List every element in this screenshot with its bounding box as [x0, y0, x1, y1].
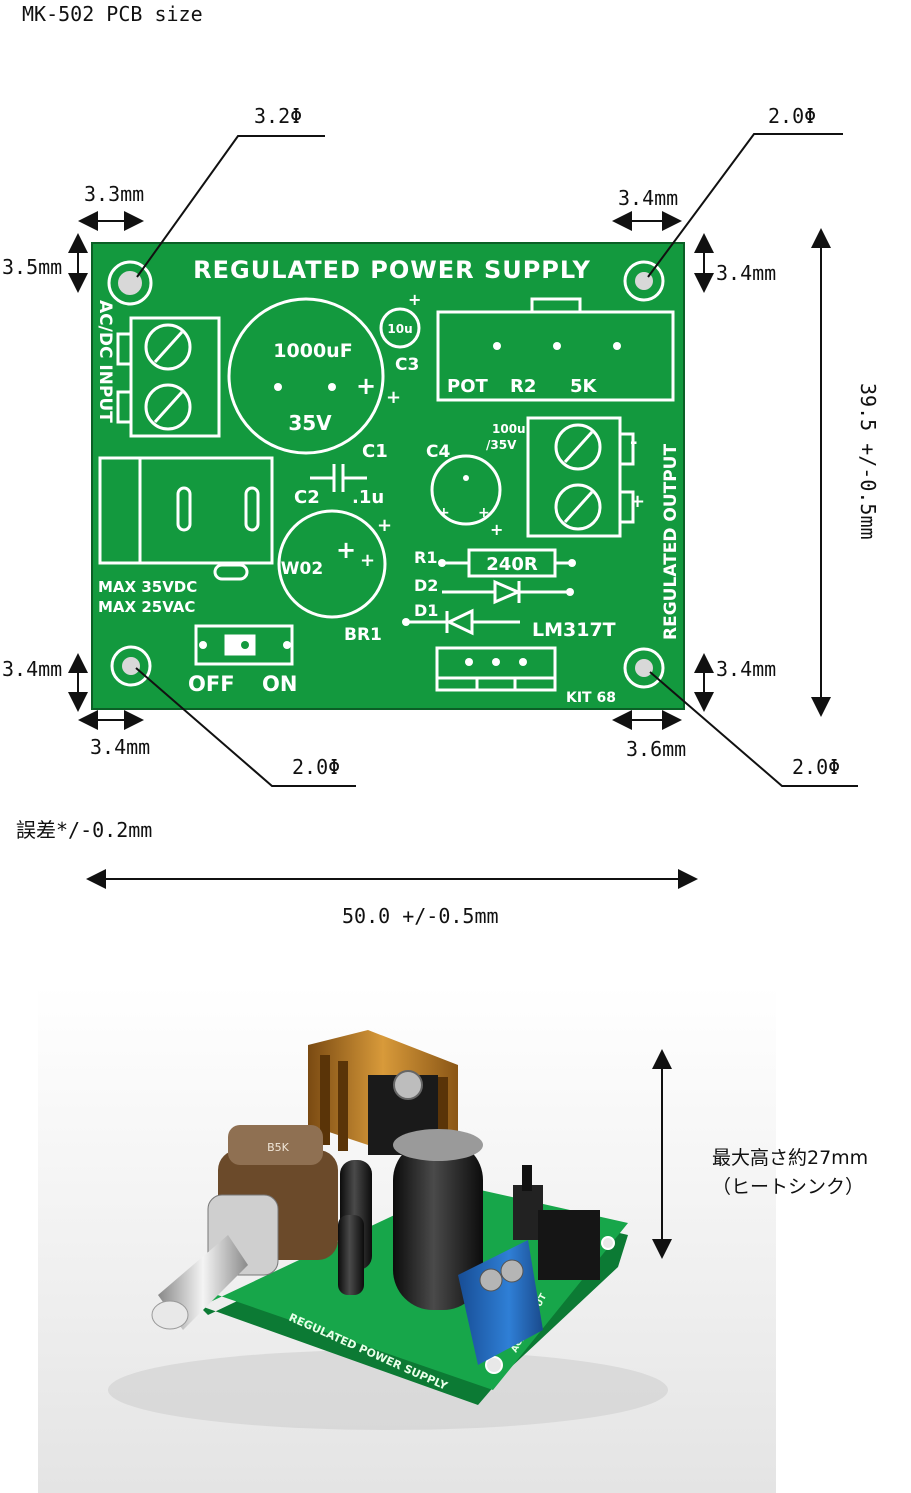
photo-heatsink — [308, 1030, 458, 1155]
d2-label: D2 — [414, 576, 438, 595]
svg-text:+: + — [478, 505, 490, 521]
dim-br-y: 3.4mm — [716, 657, 777, 681]
kit-label: KIT 68 — [566, 690, 616, 706]
pot-footprint — [436, 297, 675, 402]
product-photo: REGULATED POWER SUPPLY AC/DC INPUT B5K — [108, 1030, 672, 1430]
diode-d1 — [408, 608, 520, 636]
height-note: 最大高さ約27mm — [712, 1147, 869, 1169]
svg-text:+: + — [356, 372, 376, 400]
photo-pot-marking: B5K — [267, 1141, 290, 1154]
dim-br-x: 3.6mm — [626, 737, 687, 761]
c3-value: 10u — [387, 322, 412, 336]
regulator-label: LM317T — [532, 619, 616, 641]
c1-voltage: 35V — [288, 411, 332, 435]
c4-label: C4 — [426, 442, 450, 462]
svg-text:+: + — [377, 515, 392, 536]
d1-label: D1 — [414, 601, 438, 620]
bridge-rectifier — [277, 509, 387, 619]
hole-tl-diameter: 3.2Φ — [254, 104, 303, 128]
r1-label: R1 — [414, 548, 437, 567]
photo-potentiometer: B5K — [151, 1125, 338, 1330]
c3-label: C3 — [395, 355, 419, 375]
br1-label: BR1 — [344, 625, 382, 645]
capacitor-c4 — [430, 454, 502, 526]
hole-bl-diameter: 2.0Φ — [292, 755, 341, 779]
svg-text:+: + — [360, 550, 375, 571]
pcb-diagram: REGULATED POWER SUPPLY AC/DC INPUT 1000u… — [68, 133, 858, 889]
hole-br-diameter: 2.0Φ — [792, 755, 841, 779]
dim-height: 39.5 +/-0.5mm — [856, 383, 880, 540]
output-label: REGULATED OUTPUT — [661, 444, 681, 640]
dim-tr-x: 3.4mm — [618, 186, 679, 210]
svg-text:+: + — [490, 520, 503, 539]
leader-hole-tl — [136, 135, 325, 278]
heatsink-outline — [98, 456, 274, 581]
svg-text:+: + — [438, 505, 450, 521]
photo-big-capacitor — [393, 1140, 483, 1310]
c4-value-1: 100u — [492, 422, 526, 436]
c2-value: .1u — [352, 487, 384, 508]
hole-tr-diameter: 2.0Φ — [768, 104, 817, 128]
max-dc: MAX 35VDC — [98, 578, 197, 596]
pot-label: POT — [447, 376, 488, 397]
photo-dc-jack — [538, 1210, 600, 1280]
dim-width: 50.0 +/-0.5mm — [342, 904, 499, 928]
r1-value: 240R — [486, 554, 538, 575]
c2-label: C2 — [294, 487, 320, 508]
capacitor-c1 — [227, 297, 385, 455]
diode-d2 — [442, 579, 568, 605]
power-switch — [194, 624, 294, 666]
output-terminal — [526, 416, 635, 538]
dim-tl-y: 3.5mm — [2, 255, 63, 279]
hole-bottom-left — [110, 645, 152, 687]
pcb-board — [91, 242, 685, 710]
photo-terminal-block — [458, 1240, 543, 1365]
svg-text:+: + — [336, 536, 356, 564]
regulator-footprint — [435, 646, 557, 692]
input-terminal — [116, 316, 221, 438]
photo-cap-small-2 — [338, 1215, 364, 1295]
leader-hole-bl — [135, 667, 356, 787]
pot-value: 5K — [570, 376, 598, 397]
dim-tr-y: 3.4mm — [716, 261, 777, 285]
tolerance-note: 誤差*/-0.2mm — [16, 818, 153, 842]
switch-off: OFF — [188, 672, 235, 696]
height-note-heatsink: （ヒートシンク） — [712, 1176, 865, 1198]
r2-label: R2 — [510, 376, 536, 397]
input-label: AC/DC INPUT — [95, 300, 115, 423]
hole-top-left — [107, 260, 153, 306]
output-minus: - — [630, 432, 637, 453]
hole-bottom-right — [623, 647, 665, 689]
board-heading: REGULATED POWER SUPPLY — [193, 256, 591, 284]
c4-value-2: /35V — [486, 438, 517, 452]
leader-hole-tr — [647, 133, 843, 278]
svg-text:+: + — [408, 290, 421, 309]
bridge-label: W02 — [281, 559, 323, 579]
svg-text:+: + — [386, 387, 401, 408]
switch-on: ON — [262, 672, 297, 696]
capacitor-c3 — [379, 307, 421, 349]
max-ac: MAX 25VAC — [98, 598, 195, 616]
capacitor-c2 — [310, 464, 367, 492]
dim-tl-x: 3.3mm — [84, 182, 145, 206]
c1-value: 1000uF — [273, 340, 352, 362]
svg-text:+: + — [630, 491, 645, 512]
dim-bl-y: 3.4mm — [2, 657, 63, 681]
c1-label: C1 — [362, 441, 388, 462]
page-title: MK-502 PCB size — [22, 2, 203, 26]
dim-bl-x: 3.4mm — [90, 735, 151, 759]
